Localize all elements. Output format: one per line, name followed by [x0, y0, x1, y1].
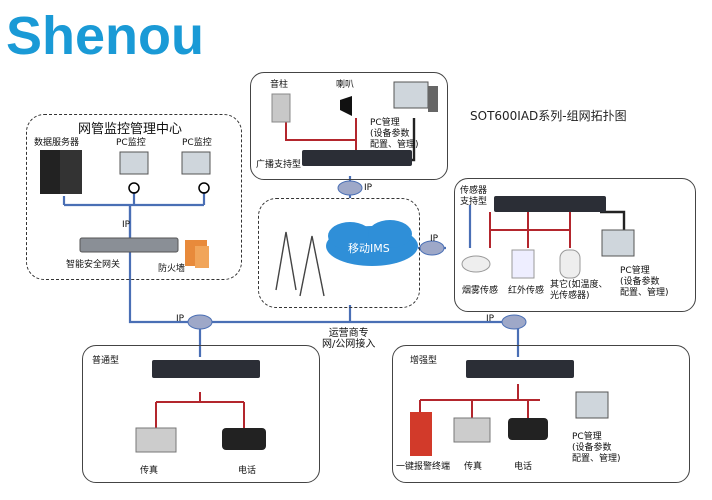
ip-label-right: IP — [486, 314, 495, 324]
ip-label-nms: IP — [122, 220, 131, 230]
diagram-title: SOT600IAD系列-组网拓扑图 — [470, 109, 627, 123]
alarm-terminal-label: 一键报警终端 — [396, 462, 451, 472]
cloud-icon — [326, 220, 418, 266]
speaker-column-label: 音柱 — [270, 80, 289, 90]
nms-heading: 网管监控管理中心 — [78, 122, 183, 137]
enhanced-pc-note: PC管理 (设备参数 配置、管理) — [572, 432, 621, 464]
pc-monitor-label-1: PC监控 — [116, 138, 146, 148]
normal-fax-label: 传真 — [140, 466, 159, 476]
mobile-ims-box — [258, 198, 420, 308]
firewall-label: 防火墙 — [158, 264, 186, 274]
mobile-ims-label: 移动IMS — [348, 242, 390, 255]
enhanced-box — [392, 345, 690, 483]
sensor-box — [454, 178, 696, 312]
sensor-pc-note: PC管理 (设备参数 配置、管理) — [620, 266, 669, 298]
ip-label-broadcast: IP — [364, 183, 373, 193]
enhanced-type-label: 增强型 — [410, 356, 438, 366]
enhanced-fax-label: 传真 — [464, 462, 483, 472]
other-sensor-label: 其它(如温度、 光传感器) — [550, 280, 608, 301]
gateway-label: 智能安全网关 — [66, 260, 121, 270]
ip-label-mobile: IP — [430, 234, 439, 244]
broadcast-box — [250, 72, 448, 180]
normal-phone-label: 电话 — [238, 466, 257, 476]
pc-monitor-label-2: PC监控 — [182, 138, 212, 148]
router-icon — [187, 180, 527, 330]
brand-logo: Shenou — [6, 6, 204, 66]
horn-label: 喇叭 — [336, 80, 355, 90]
nms-center-box — [26, 114, 242, 280]
ip-label-left: IP — [176, 314, 185, 324]
normal-type-label: 普通型 — [92, 356, 120, 366]
enhanced-phone-label: 电话 — [514, 462, 533, 472]
sensor-type-label: 传感器 支持型 — [460, 186, 488, 207]
server-label: 数据服务器 — [34, 138, 80, 148]
smoke-sensor-label: 烟雾传感 — [462, 286, 499, 296]
broadcast-type-label: 广播支持型 — [256, 160, 302, 170]
carrier-access-label: 运营商专 网/公网接入 — [322, 328, 376, 350]
normal-box — [82, 345, 320, 483]
infrared-sensor-label: 红外传感 — [508, 286, 545, 296]
broadcast-pc-note: PC管理 (设备参数 配置、管理) — [370, 118, 419, 150]
